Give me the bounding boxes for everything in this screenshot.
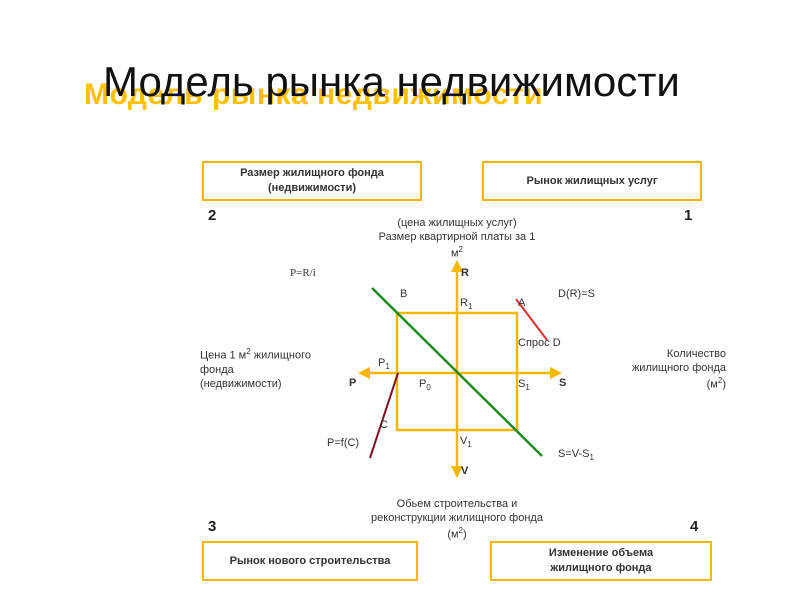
box-quadrant-4-label: Изменение объема жилищного фонда <box>548 547 654 574</box>
axis-top-line1: (цена жилищных услуг) <box>397 217 517 229</box>
box-quadrant-2: Размер жилищного фонда (недвижимости) <box>202 161 422 201</box>
label-s1: S1 <box>518 378 530 393</box>
quadrant-number-2: 2 <box>208 207 217 224</box>
axis-bottom-label: Обьем строительства и реконструкции жили… <box>350 497 564 542</box>
page-title: Модель рынка недвижимости <box>103 58 680 105</box>
box-quadrant-4: Изменение объема жилищного фонда <box>490 541 712 581</box>
quadrant-number-1: 1 <box>684 207 693 224</box>
label-point-a: A <box>518 297 526 309</box>
label-r1: R1 <box>460 297 473 312</box>
axis-letter-s: S <box>559 377 567 389</box>
axis-bottom-line3: (м2) <box>447 525 467 541</box>
title-shadow: Модель рынка недвижимости <box>84 78 544 111</box>
axis-bottom-line1: Обьем строительства и <box>396 498 518 510</box>
quadrant-number-4: 4 <box>690 518 699 535</box>
axis-arrow-right-icon <box>550 367 562 379</box>
axis-top-line3: м2 <box>450 244 463 260</box>
quadrant-number-3: 3 <box>208 518 217 535</box>
construction-line <box>369 372 399 459</box>
label-v1: V1 <box>460 435 472 450</box>
axis-right-line2: жилищного фонда <box>631 362 726 375</box>
axis-arrow-left-icon <box>358 367 370 379</box>
label-point-c: C <box>380 419 388 431</box>
box-quadrant-2-label: Размер жилищного фонда (недвижимости) <box>240 167 384 194</box>
axis-bottom-line2: реконструкции жилищного фонда <box>371 512 543 525</box>
demand-line <box>515 298 548 341</box>
box-quadrant-3: Рынок нового строительства <box>202 541 418 581</box>
axis-letter-p: P <box>349 377 357 389</box>
label-p1: P1 <box>378 357 390 372</box>
label-demand: Спрос D <box>518 337 561 349</box>
label-price-ratio: P=R/i <box>290 267 316 279</box>
axis-right-line3: (м2) <box>706 375 726 391</box>
axis-letter-v: V <box>461 465 469 477</box>
axis-letter-r: R <box>461 267 469 279</box>
label-supply-equation: P=f(C) <box>327 437 360 449</box>
axis-right-line1: Количество <box>666 348 726 360</box>
axis-top-line2: Размер квартирной платы за 1 <box>378 231 536 244</box>
axis-left-line1: Цена 1 м2 жилищного <box>200 347 311 362</box>
axis-left-line3: (недвижимости) <box>200 378 282 391</box>
stock-change-line <box>371 287 543 457</box>
label-stock-equation: S=V-S1 <box>558 448 594 463</box>
box-quadrant-1: Рынок жилищных услуг <box>482 161 702 201</box>
axis-arrow-up-icon <box>451 260 463 272</box>
box-quadrant-1-label: Рынок жилищных услуг <box>526 174 658 187</box>
axis-top-label: (цена жилищных услуг) Размер квартирной … <box>362 216 552 261</box>
label-p0: P0 <box>419 378 431 393</box>
label-point-b: B <box>400 288 408 300</box>
box-quadrant-3-label: Рынок нового строительства <box>229 554 391 567</box>
axis-right-label: Количество жилищного фонда (м2) <box>598 347 726 392</box>
axis-left-line2: фонда <box>200 363 234 376</box>
label-demand-equation: D(R)=S <box>558 288 595 300</box>
axis-arrow-down-icon <box>451 466 463 478</box>
equilibrium-rectangle <box>395 311 519 432</box>
axis-left-label: Цена 1 м2 жилищного фонда (недвижимости) <box>200 347 311 392</box>
